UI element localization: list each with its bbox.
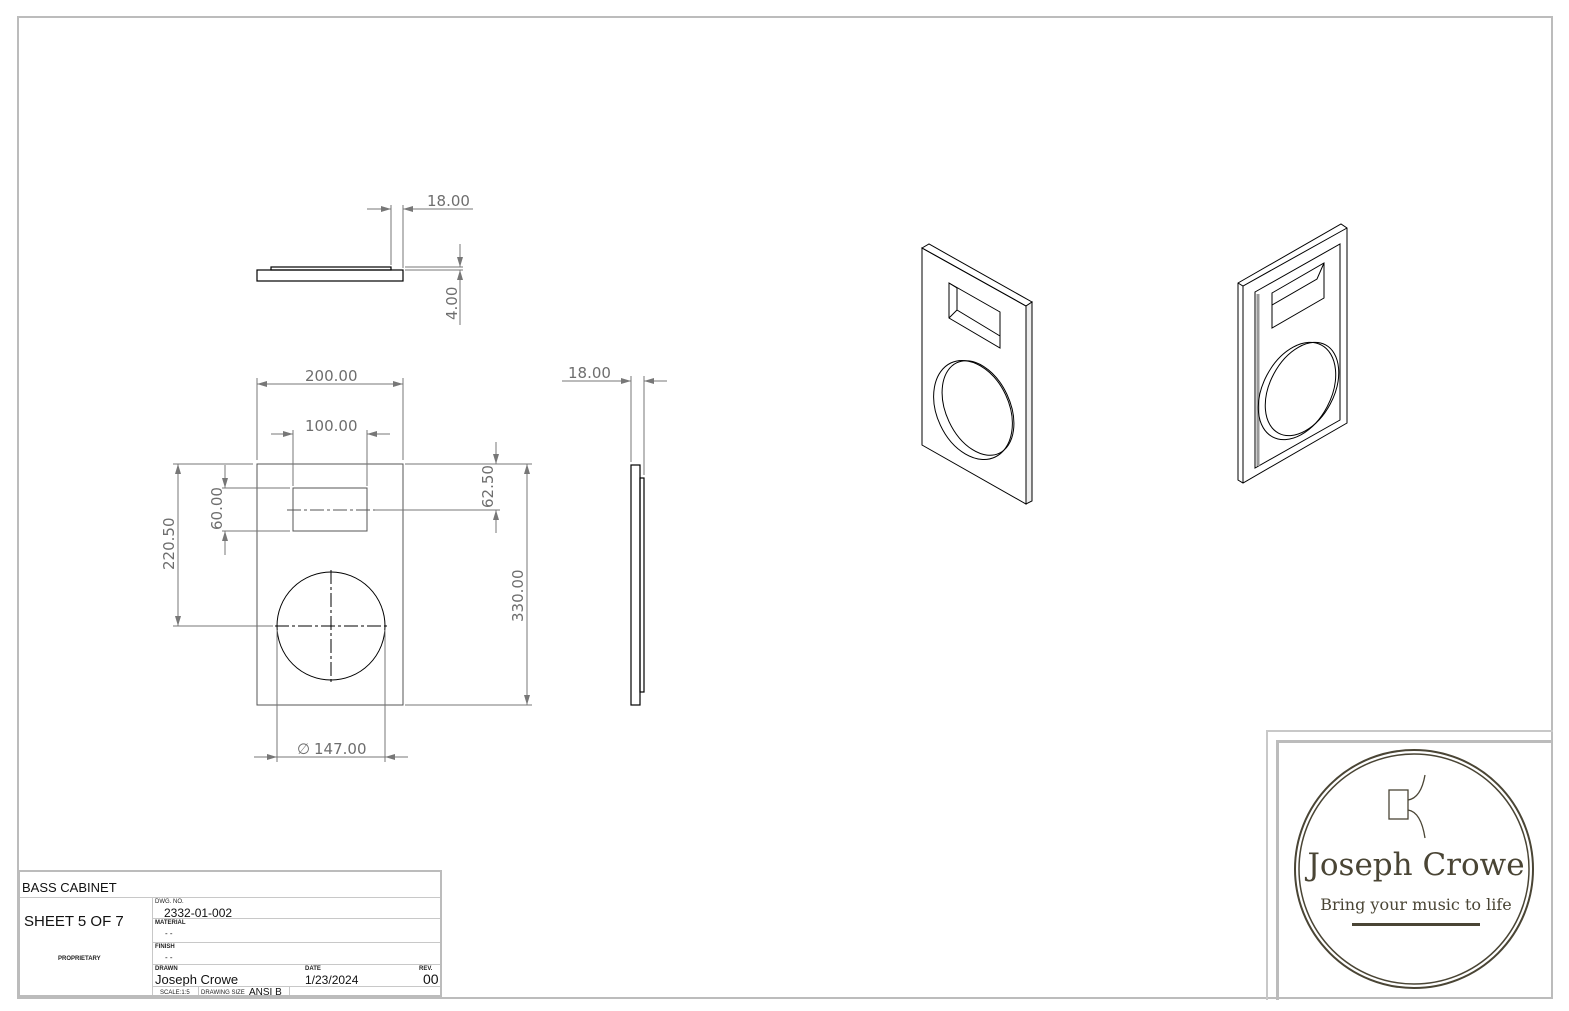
top-view-dimensions bbox=[367, 205, 473, 325]
side-view-dimensions bbox=[562, 376, 667, 475]
date-value: 1/23/2024 bbox=[305, 973, 359, 987]
dim-height: 330.00 bbox=[509, 570, 527, 623]
drawn-by: Joseph Crowe bbox=[155, 972, 239, 987]
drawing-size-label: DRAWING SIZE bbox=[201, 990, 245, 996]
material-label: MATERIAL bbox=[155, 920, 186, 926]
side-view bbox=[630, 464, 645, 706]
title-block: BASS CABINET SHEET 5 OF 7 PROPRIETARY DW… bbox=[18, 870, 442, 998]
rev-label: REV. bbox=[419, 966, 433, 972]
finish-label: FINISH bbox=[155, 944, 175, 950]
logo-emblem bbox=[1294, 749, 1534, 989]
proprietary-label: PROPRIETARY bbox=[58, 956, 101, 962]
drawing-title: BASS CABINET bbox=[22, 880, 117, 895]
dim-window-offset: 62.50 bbox=[479, 465, 497, 508]
drawing-sheet-border bbox=[17, 16, 1553, 999]
dim-width: 200.00 bbox=[305, 367, 358, 385]
dim-top-step: 4.00 bbox=[443, 287, 461, 320]
scale-label: SCALE:1:5 bbox=[160, 990, 190, 996]
isometric-view-front bbox=[920, 243, 1033, 505]
front-view-dimensions bbox=[173, 378, 532, 762]
date-label: DATE bbox=[305, 966, 321, 972]
dim-window-width: 100.00 bbox=[305, 417, 358, 435]
dim-side-thickness: 18.00 bbox=[568, 364, 611, 382]
dim-hole-offset: 220.50 bbox=[160, 518, 178, 571]
sheet-number: SHEET 5 OF 7 bbox=[24, 913, 124, 930]
top-view bbox=[256, 266, 404, 282]
finish-value: - - bbox=[165, 953, 173, 962]
logo-panel: Joseph Crowe Bring your music to life bbox=[1266, 730, 1553, 1000]
rev-value: 00 bbox=[423, 971, 439, 987]
dim-top-thickness: 18.00 bbox=[427, 192, 470, 210]
diameter-symbol: ∅ bbox=[297, 740, 310, 758]
material-value: - - bbox=[165, 929, 173, 938]
dwg-no: 2332-01-002 bbox=[164, 906, 233, 920]
dim-hole-diameter: 147.00 bbox=[314, 740, 367, 758]
front-view bbox=[256, 463, 404, 706]
logo-name: Joseph Crowe bbox=[1307, 847, 1525, 883]
logo-tagline: Bring your music to life bbox=[1320, 895, 1512, 914]
dwg-no-label: DWG. NO. bbox=[155, 899, 184, 905]
dim-window-height: 60.00 bbox=[208, 487, 226, 530]
drawing-size: ANSI B bbox=[249, 987, 282, 998]
speaker-icon bbox=[1388, 789, 1409, 820]
drawn-label: DRAWN bbox=[155, 966, 178, 972]
isometric-view-back bbox=[1237, 223, 1348, 484]
